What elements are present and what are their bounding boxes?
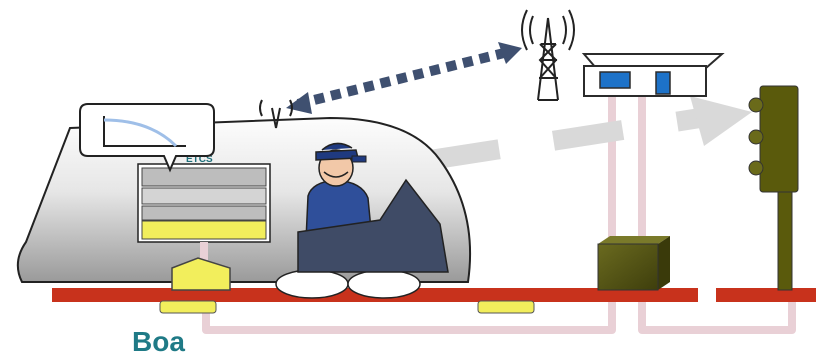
signal-light-icon: [748, 85, 799, 291]
trackside-equipment-box: [597, 236, 670, 291]
data-flow-arrow: [428, 96, 752, 170]
rail-track: [52, 288, 816, 302]
wheel: [347, 269, 421, 299]
cab-control-panel: [297, 178, 449, 273]
balise: [477, 300, 535, 314]
driver-icon: [305, 142, 373, 241]
etcs-label: ETCS: [186, 154, 213, 165]
station-building-icon: [581, 53, 725, 97]
radio-tower-icon: [521, 9, 575, 101]
caption-label: Boa: [132, 326, 185, 357]
antenna-icon: [259, 99, 293, 129]
balise-group: [159, 300, 535, 314]
radio-link-arrow: [286, 42, 522, 114]
balise: [159, 300, 217, 314]
wheel: [275, 269, 349, 299]
etcs-onboard-unit: ETCS: [137, 154, 271, 243]
train: ETCS: [16, 99, 471, 299]
balise-antenna: [171, 257, 231, 291]
speed-curve-display-icon: [79, 103, 215, 173]
